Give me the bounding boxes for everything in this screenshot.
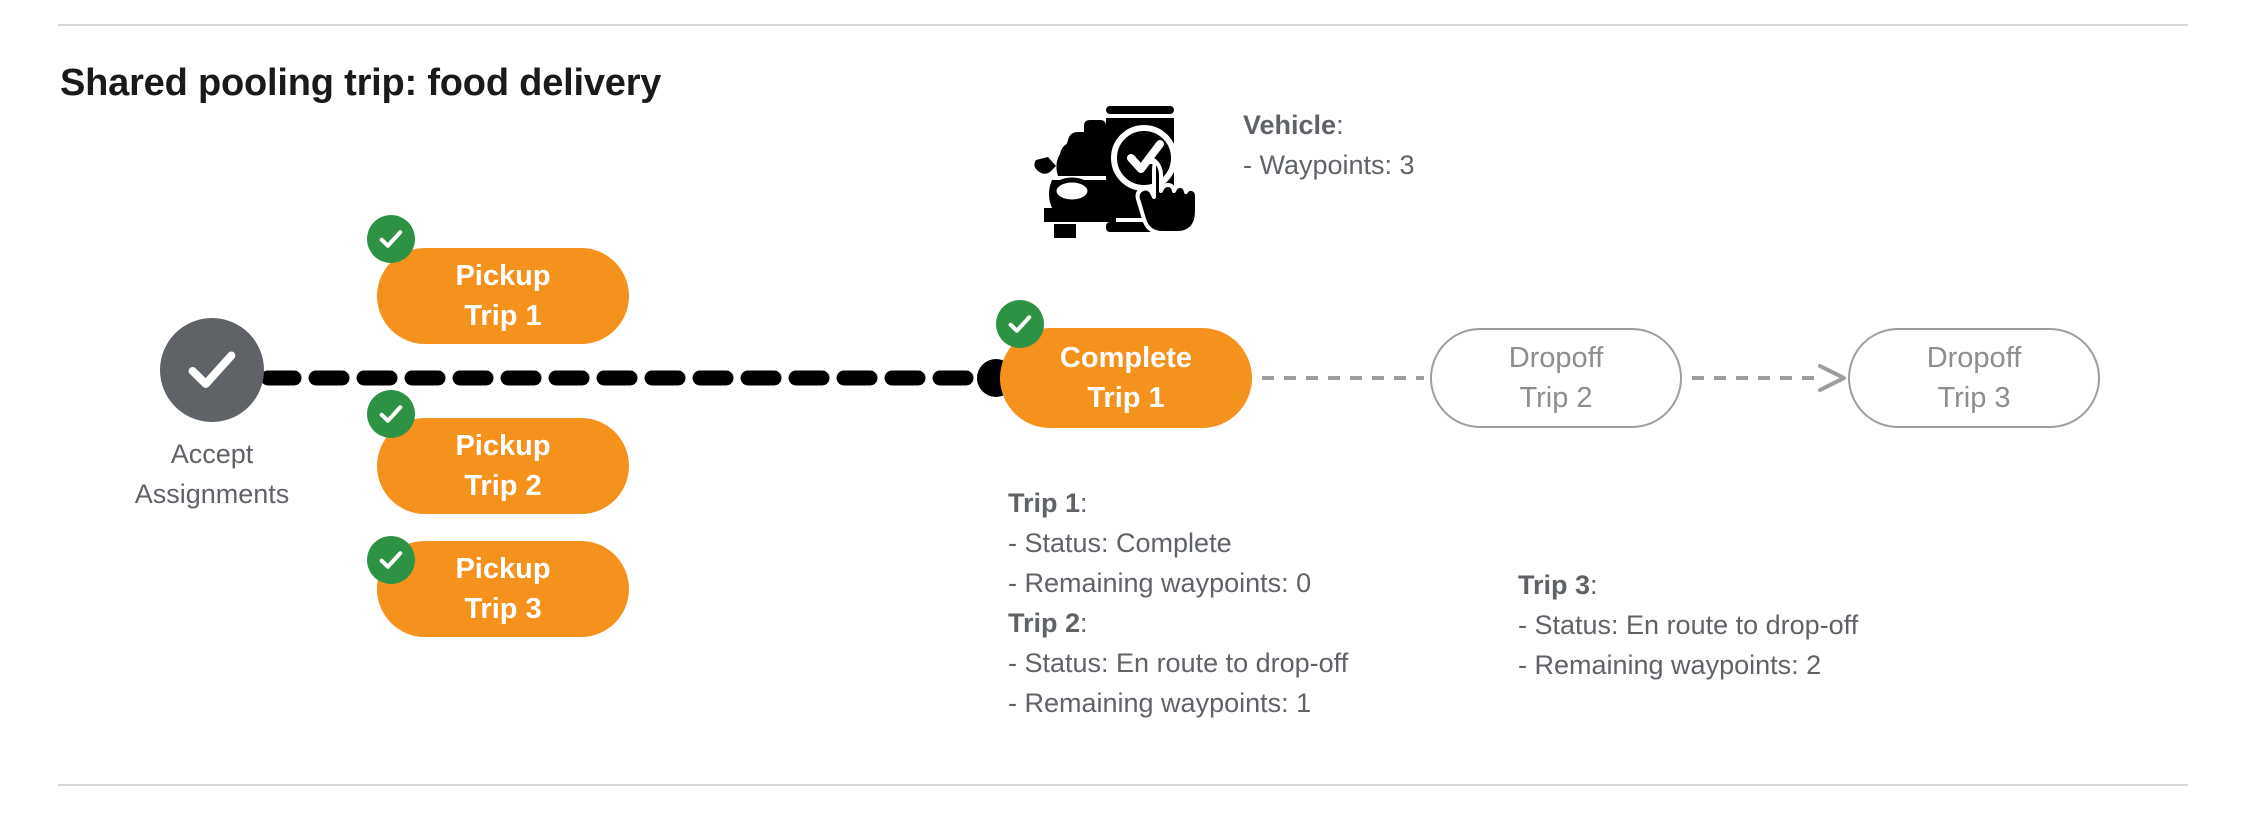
pickup-1-line2: Trip 1 bbox=[464, 300, 542, 332]
trip3-heading: Trip 3 bbox=[1518, 570, 1591, 600]
node-pickup-trip-1[interactable]: Pickup Trip 1 bbox=[377, 248, 629, 344]
check-icon-pickup-3 bbox=[367, 536, 415, 584]
dropoff-2-line2: Trip 2 bbox=[1519, 382, 1593, 414]
dropoff-2-line1: Dropoff bbox=[1508, 342, 1604, 374]
page-title: Shared pooling trip: food delivery bbox=[60, 62, 662, 104]
complete-1-line1: Complete bbox=[1059, 342, 1193, 374]
trip2-heading-suffix: : bbox=[1080, 608, 1088, 638]
trip3-status: - Status: En route to drop-off bbox=[1518, 610, 1859, 640]
check-circle-icon bbox=[188, 351, 236, 388]
dropoff-3-line1: Dropoff bbox=[1926, 342, 2022, 374]
check-icon-complete-1 bbox=[996, 300, 1044, 348]
node-dropoff-trip-2[interactable]: Dropoff Trip 2 bbox=[1430, 328, 1682, 428]
arrowhead-icon bbox=[1818, 364, 1846, 392]
check-icon bbox=[379, 230, 403, 248]
trip2-heading: Trip 2 bbox=[1008, 608, 1081, 638]
accept-assignments-label: Accept Assignments bbox=[98, 434, 326, 514]
pickup-2-line2: Trip 2 bbox=[464, 470, 542, 502]
trip1-heading: Trip 1 bbox=[1008, 488, 1081, 518]
vehicle-heading-suffix: : bbox=[1336, 110, 1344, 140]
pickup-3-line1: Pickup bbox=[455, 553, 551, 585]
car-phone-check-icon bbox=[1032, 88, 1202, 243]
trip2-status: - Status: En route to drop-off bbox=[1008, 648, 1349, 678]
trip1-remaining-waypoints: - Remaining waypoints: 0 bbox=[1008, 568, 1312, 598]
dropoff-3-line2: Trip 3 bbox=[1937, 382, 2011, 414]
node-complete-trip-1[interactable]: Complete Trip 1 bbox=[1000, 328, 1252, 428]
vehicle-heading: Vehicle bbox=[1243, 110, 1337, 140]
trip1-heading-suffix: : bbox=[1080, 488, 1088, 518]
node-accept-assignments[interactable]: Accept Assignments bbox=[135, 318, 289, 509]
accept-circle bbox=[160, 318, 264, 422]
trip3-heading-row: Trip 3: bbox=[1518, 565, 1858, 605]
trip-details-right: Trip 3: - Status: En route to drop-off -… bbox=[1518, 565, 1858, 685]
accept-label-line1: Accept bbox=[170, 439, 254, 469]
vehicle-info-block: Vehicle: - Waypoints: 3 bbox=[1243, 105, 1415, 185]
check-icon bbox=[1008, 315, 1032, 333]
complete-1-line2: Trip 1 bbox=[1087, 382, 1165, 414]
node-pickup-trip-3[interactable]: Pickup Trip 3 bbox=[377, 541, 629, 637]
trip3-remaining-waypoints: - Remaining waypoints: 2 bbox=[1518, 650, 1822, 680]
vehicle-heading-row: Vehicle: bbox=[1243, 105, 1415, 145]
trip-details-left: Trip 1: - Status: Complete - Remaining w… bbox=[1008, 483, 1348, 723]
divider-top bbox=[58, 24, 2188, 26]
pickup-1-line1: Pickup bbox=[455, 260, 551, 292]
vehicle-waypoints: - Waypoints: 3 bbox=[1243, 150, 1415, 180]
divider-bottom bbox=[58, 784, 2188, 786]
check-icon bbox=[379, 405, 403, 423]
trip1-heading-row: Trip 1: bbox=[1008, 483, 1348, 523]
pickup-3-line2: Trip 3 bbox=[464, 593, 542, 625]
check-icon bbox=[379, 551, 403, 569]
node-pickup-trip-2[interactable]: Pickup Trip 2 bbox=[377, 418, 629, 514]
node-dropoff-trip-3[interactable]: Dropoff Trip 3 bbox=[1848, 328, 2100, 428]
trip2-heading-row: Trip 2: bbox=[1008, 603, 1348, 643]
accept-label-line2: Assignments bbox=[134, 479, 290, 509]
trip3-heading-suffix: : bbox=[1590, 570, 1598, 600]
check-icon-pickup-1 bbox=[367, 215, 415, 263]
trip1-status: - Status: Complete bbox=[1008, 528, 1232, 558]
trip2-remaining-waypoints: - Remaining waypoints: 1 bbox=[1008, 688, 1312, 718]
check-icon-pickup-2 bbox=[367, 390, 415, 438]
pickup-2-line1: Pickup bbox=[455, 430, 551, 462]
